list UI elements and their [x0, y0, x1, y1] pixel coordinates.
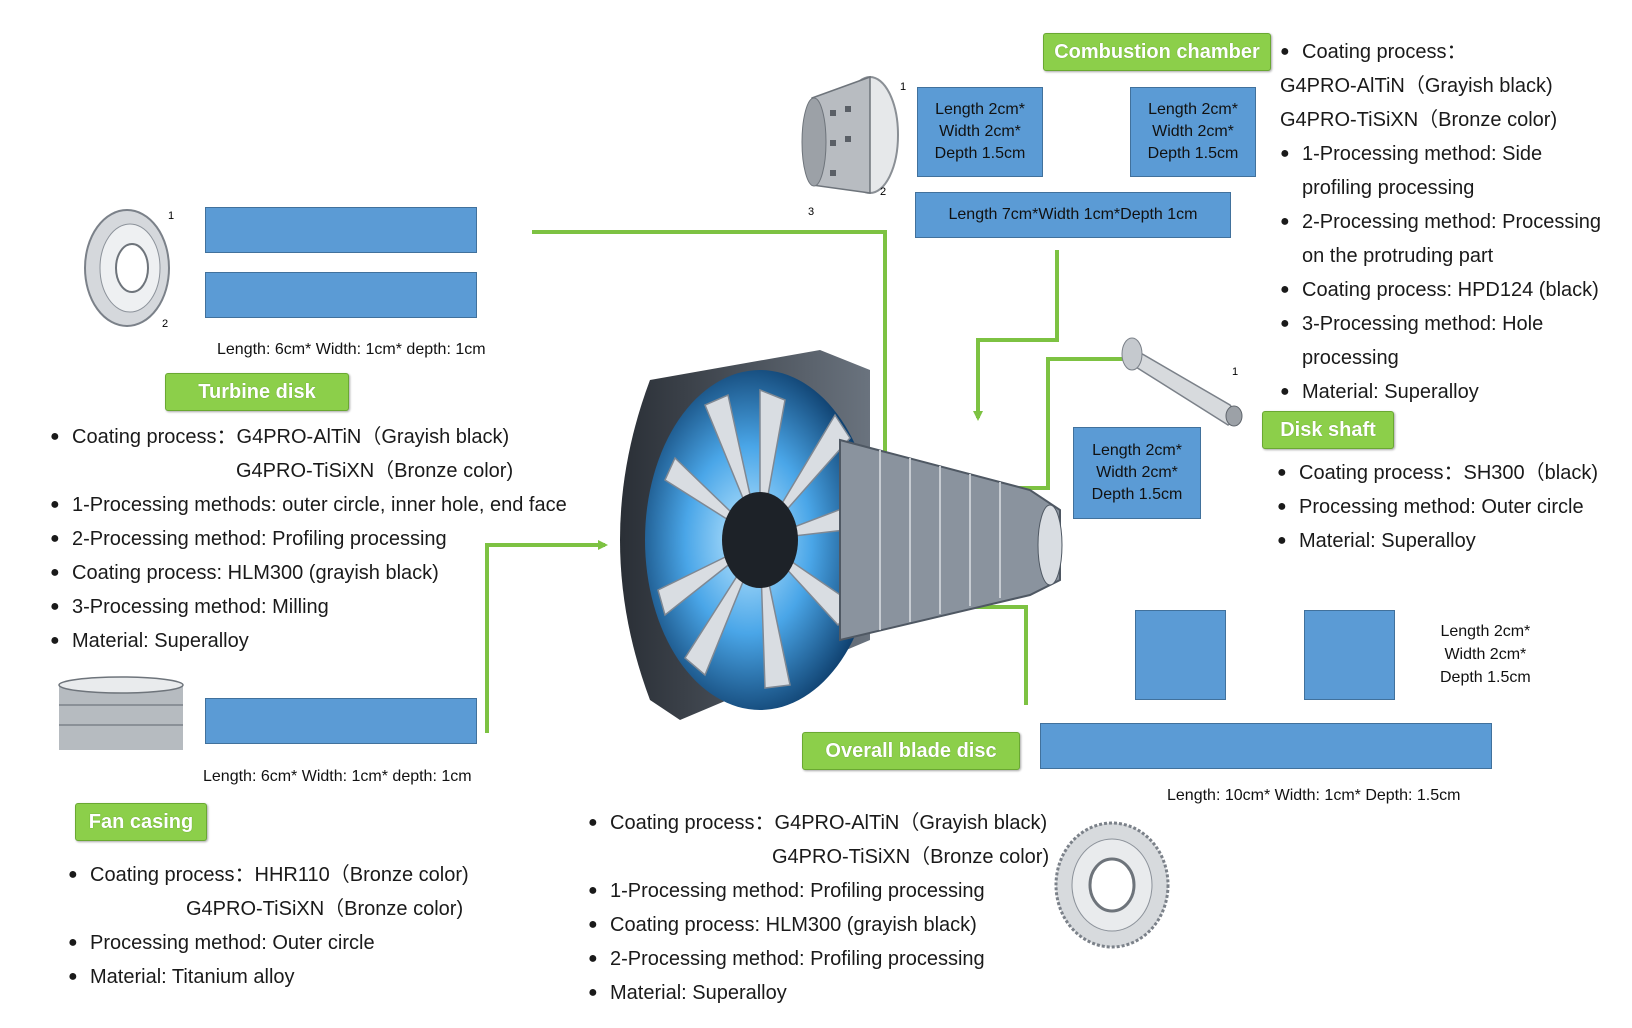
cc-spec-item: 1-Processing method: Side: [1280, 137, 1601, 171]
bd-spec-item: 2-Processing method: Profiling processin…: [588, 942, 1049, 976]
ds-spec-item: Processing method: Outer circle: [1277, 490, 1598, 524]
ds-box-line2: Width 2cm*: [1096, 464, 1178, 481]
cc-spec-item: on the protruding part: [1302, 245, 1494, 267]
cc-box2-line2: Width 2cm*: [1152, 123, 1234, 140]
disk-shaft-dimension-box: Length 2cm* Width 2cm* Depth 1.5cm: [1073, 427, 1201, 519]
fc-spec-item: G4PRO-TiSiXN（Bronze color): [186, 898, 464, 920]
cc-box2-line3: Depth 1.5cm: [1147, 145, 1239, 162]
cc-box2-line1: Length 2cm*: [1148, 101, 1238, 118]
td-callout-2: 2: [162, 318, 168, 330]
blade-disc-side-dimension: Length 2cm* Width 2cm* Depth 1.5cm: [1440, 620, 1531, 689]
fc-spec-item: Coating process：HHR110（Bronze color): [68, 858, 469, 892]
cc-spec-item: G4PRO-TiSiXN（Bronze color): [1280, 109, 1558, 131]
td-spec-item: Coating process：G4PRO-AlTiN（Grayish blac…: [50, 420, 567, 454]
ds-spec-item: Coating process：SH300（black): [1277, 456, 1598, 490]
disk-shaft-part-image: 1: [1121, 337, 1243, 427]
bd-spec-item: G4PRO-TiSiXN（Bronze color): [772, 846, 1050, 868]
bd-side-line3: Depth 1.5cm: [1440, 669, 1531, 686]
fan-casing-spec-list: Coating process：HHR110（Bronze color) G4P…: [68, 858, 469, 994]
disk-shaft-spec-list: Coating process：SH300（black) Processing …: [1277, 456, 1598, 558]
cc-box1-line3: Depth 1.5cm: [934, 145, 1026, 162]
fan-casing-dimension: Length: 6cm* Width: 1cm* depth: 1cm: [203, 768, 472, 785]
tag-fan-casing: Fan casing: [75, 803, 207, 841]
bd-spec-item: Material: Superalloy: [588, 976, 1049, 1010]
td-spec-item: G4PRO-TiSiXN（Bronze color): [236, 460, 514, 482]
cc-callout-1: 1: [900, 81, 906, 93]
cc-dimension-box-2: Length 2cm* Width 2cm* Depth 1.5cm: [1130, 87, 1256, 177]
turbine-disk-dimension: Length: 6cm* Width: 1cm* depth: 1cm: [217, 341, 486, 358]
ds-spec-item: Material: Superalloy: [1277, 524, 1598, 558]
turbofan-engine-illustration: [620, 350, 1063, 720]
cc-callout-2: 2: [880, 186, 886, 198]
cc-spec-item: processing: [1302, 347, 1399, 369]
ds-callout-1: 1: [1232, 366, 1238, 378]
blade-disc-part-image: [1054, 821, 1170, 949]
cc-callout-3: 3: [808, 206, 814, 218]
cc-spec-item: Material: Superalloy: [1280, 375, 1601, 409]
bd-spec-item: Coating process：G4PRO-AlTiN（Grayish blac…: [588, 806, 1049, 840]
cc-dimension-wide-box: Length 7cm*Width 1cm*Depth 1cm: [915, 192, 1231, 238]
turbine-disk-bar-2: [205, 272, 477, 318]
tag-turbine-disk: Turbine disk: [165, 373, 349, 411]
cc-box1-line1: Length 2cm*: [935, 101, 1025, 118]
td-spec-item: 2-Processing method: Profiling processin…: [50, 522, 567, 556]
fc-spec-item: Processing method: Outer circle: [68, 926, 469, 960]
blade-disc-long-dimension: Length: 10cm* Width: 1cm* Depth: 1.5cm: [1167, 787, 1461, 804]
combustion-chamber-spec-list: Coating process： G4PRO-AlTiN（Grayish bla…: [1280, 35, 1601, 409]
cc-wide-label: Length 7cm*Width 1cm*Depth 1cm: [948, 206, 1198, 223]
combustion-chamber-part-image: 1 2 3: [801, 75, 906, 218]
ds-box-line3: Depth 1.5cm: [1091, 486, 1183, 503]
fan-casing-bar: [205, 698, 477, 744]
bd-side-line2: Width 2cm*: [1444, 646, 1527, 663]
cc-spec-item: profiling processing: [1302, 177, 1475, 199]
ds-box-line1: Length 2cm*: [1092, 442, 1182, 459]
td-spec-item: 1-Processing methods: outer circle, inne…: [50, 488, 567, 522]
fc-spec-item: Material: Titanium alloy: [68, 960, 469, 994]
cc-spec-item: Coating process: HPD124 (black): [1280, 273, 1601, 307]
bd-spec-item: Coating process: HLM300 (grayish black): [588, 908, 1049, 942]
bd-spec-item: 1-Processing method: Profiling processin…: [588, 874, 1049, 908]
turbine-disk-bar-1: [205, 207, 477, 253]
cc-dimension-box-1: Length 2cm* Width 2cm* Depth 1.5cm: [917, 87, 1043, 177]
td-callout-1: 1: [168, 210, 174, 222]
tag-combustion-chamber: Combustion chamber: [1043, 33, 1271, 71]
arrow-combustion-chamber: [973, 250, 1059, 421]
turbine-disk-spec-list: Coating process：G4PRO-AlTiN（Grayish blac…: [50, 420, 567, 658]
arrow-turbine-disk: [532, 230, 890, 508]
blade-disc-square-1: [1135, 610, 1226, 700]
td-spec-item: Material: Superalloy: [50, 624, 567, 658]
tag-disk-shaft: Disk shaft: [1262, 411, 1394, 449]
td-spec-item: Coating process: HLM300 (grayish black): [50, 556, 567, 590]
fan-casing-part-image: [58, 676, 184, 750]
tag-overall-blade-disc: Overall blade disc: [802, 732, 1020, 770]
cc-spec-item: Coating process：: [1280, 35, 1601, 69]
turbine-disk-part-image: 1 2: [84, 209, 174, 330]
blade-disc-square-2: [1304, 610, 1395, 700]
cc-spec-item: G4PRO-AlTiN（Grayish black): [1280, 75, 1553, 97]
blade-disc-spec-list: Coating process：G4PRO-AlTiN（Grayish blac…: [588, 806, 1049, 1010]
bd-side-line1: Length 2cm*: [1440, 623, 1531, 640]
cc-box1-line2: Width 2cm*: [939, 123, 1021, 140]
blade-disc-long-bar: [1040, 723, 1492, 769]
cc-spec-item: 3-Processing method: Hole: [1280, 307, 1601, 341]
td-spec-item: 3-Processing method: Milling: [50, 590, 567, 624]
cc-spec-item: 2-Processing method: Processing: [1280, 205, 1601, 239]
